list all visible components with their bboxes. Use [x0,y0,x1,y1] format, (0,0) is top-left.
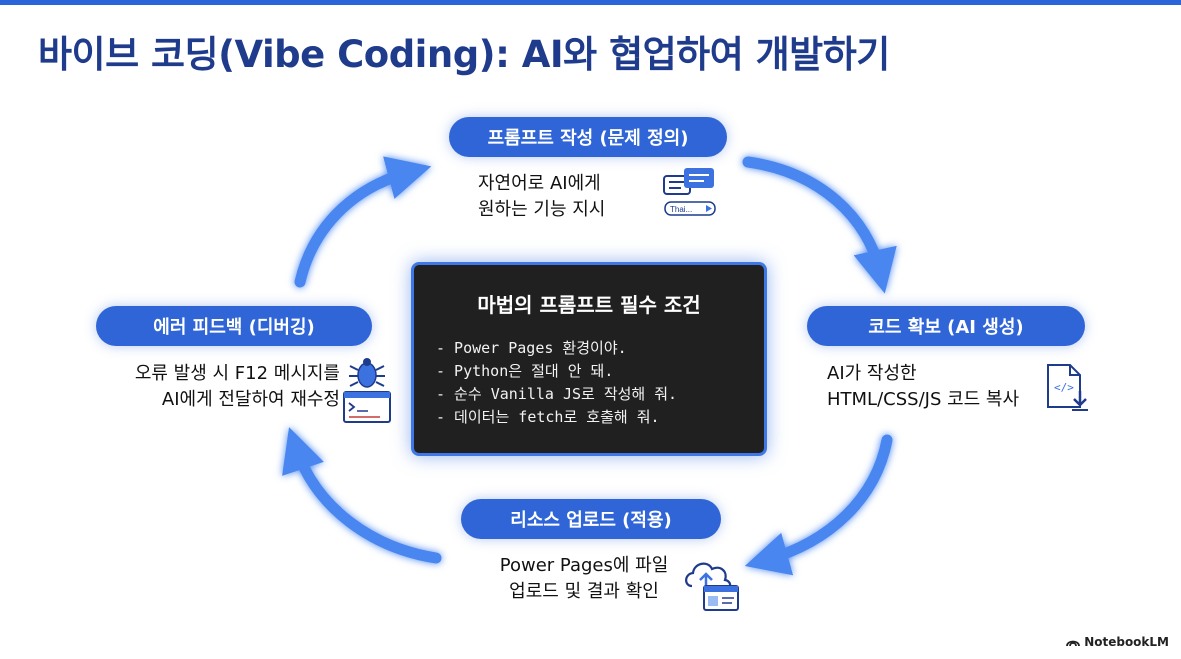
arrow-top-right [742,156,897,294]
step-upload-desc: Power Pages에 파일 업로드 및 결과 확인 [482,553,686,605]
step-debug-desc: 오류 발생 시 F12 메시지를 AI에게 전달하여 재수정 [100,361,340,413]
step-upload-desc-line-1: Power Pages에 파일 [499,555,669,576]
chat-bubbles-icon: Thai... [663,168,716,216]
step-prompt-label: 프롬프트 작성 (문제 정의) [487,128,689,149]
step-prompt-desc-line-1: 자연어로 AI에게 [478,173,601,194]
step-code-pill: 코드 확보 (AI 생성) [807,306,1085,346]
step-code-label: 코드 확보 (AI 생성) [868,317,1024,338]
page-title: 바이브 코딩(Vibe Coding): AI와 협업하여 개발하기 [38,33,890,76]
step-prompt-pill: 프롬프트 작성 (문제 정의) [449,117,727,157]
prompt-conditions-list: - Power Pages 환경이야. - Python은 절대 안 돼. - … [436,337,677,429]
arrow-bottom-right [744,434,893,576]
arrow-top-left [294,156,432,288]
step-code-desc: AI가 작성한 HTML/CSS/JS 코드 복사 [827,361,1019,413]
step-prompt-desc: 자연어로 AI에게 원하는 기능 지시 [478,171,605,223]
cloud-upload-icon [685,562,739,611]
top-accent-bar [0,0,1181,5]
step-upload-desc-line-2: 업로드 및 결과 확인 [509,581,659,602]
condition-item: - 순수 Vanilla JS로 작성해 줘. [436,385,678,403]
brand-watermark: NotebookLM [1066,635,1169,649]
condition-item: - 데이터는 fetch로 호출해 줘. [436,408,660,426]
brand-name: NotebookLM [1084,635,1169,649]
notebooklm-logo-icon [1066,640,1081,647]
step-code-desc-line-1: AI가 작성한 [827,363,917,384]
step-code-desc-line-2: HTML/CSS/JS 코드 복사 [827,389,1020,410]
code-file-download-icon: </> [1047,364,1088,411]
step-upload-pill: 리소스 업로드 (적용) [461,499,721,539]
condition-item: - Power Pages 환경이야. [436,339,627,357]
step-debug-label: 에러 피드백 (디버깅) [153,317,315,338]
bug-console-icon [343,358,391,423]
step-debug-desc-line-1: 오류 발생 시 F12 메시지를 [134,363,340,384]
prompt-conditions-box: 마법의 프롬프트 필수 조건 - Power Pages 환경이야. - Pyt… [411,262,767,456]
step-debug-desc-line-2: AI에게 전달하여 재수정 [161,389,340,410]
step-prompt-desc-line-2: 원하는 기능 지시 [478,199,606,220]
step-upload-label: 리소스 업로드 (적용) [510,510,672,531]
prompt-conditions-title: 마법의 프롬프트 필수 조건 [477,293,701,317]
arrow-bottom-left [282,427,442,564]
chat-input-text: Thai... [670,205,692,214]
svg-text:</>: </> [1054,381,1074,394]
condition-item: - Python은 절대 안 돼. [436,362,614,380]
step-debug-pill: 에러 피드백 (디버깅) [96,306,372,346]
